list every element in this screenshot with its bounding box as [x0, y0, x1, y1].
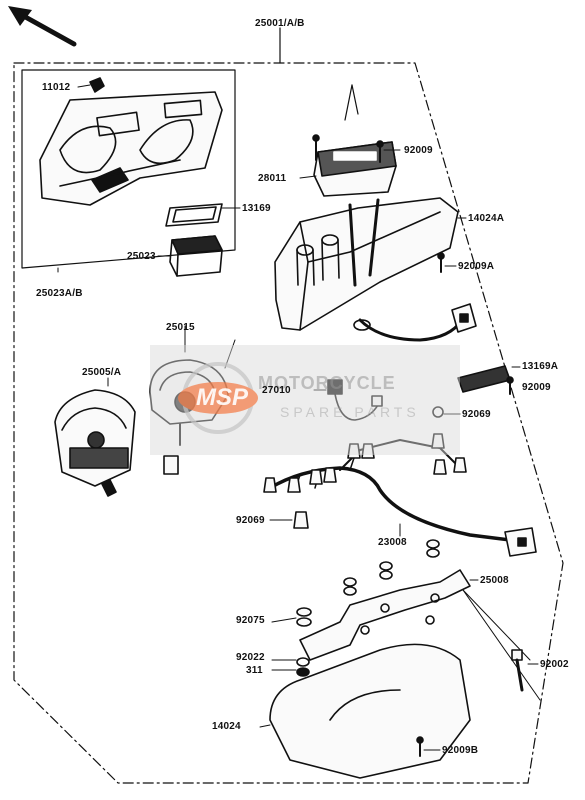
part-label-13169: 13169 [242, 203, 271, 214]
part-label-92022: 92022 [236, 652, 265, 663]
part-label-92002: 92002 [540, 659, 569, 670]
part-label-25005a: 25005/A [82, 367, 122, 378]
block-25023 [157, 235, 223, 277]
part-label-13169a: 13169A [522, 361, 559, 372]
subassembly-box [21, 69, 236, 269]
watermark-badge: MSP [196, 384, 249, 411]
part-label-23008: 23008 [378, 537, 407, 548]
part-label-92069-right: 92069 [462, 409, 491, 420]
meter-case-14024a [274, 197, 467, 331]
direction-arrow-icon [8, 6, 77, 47]
part-label-25023: 25023 [127, 251, 156, 262]
cover-14024 [259, 643, 471, 779]
regulator-28011 [299, 141, 397, 197]
part-label-92009-right: 92009 [522, 382, 551, 393]
grommets [296, 539, 440, 627]
part-label-25008: 25008 [480, 575, 509, 586]
part-label-92009b: 92009B [442, 745, 479, 756]
plate-13169 [165, 203, 241, 227]
part-label-92009-top: 92009 [404, 145, 433, 156]
part-label-14024a: 14024A [468, 213, 505, 224]
part-label-25023ab: 25023A/B [36, 288, 83, 299]
part-label-92009a: 92009A [458, 261, 495, 272]
part-label-14024: 14024 [212, 721, 241, 732]
watermark-line1: MOTORCYCLE [258, 373, 396, 393]
switch-27010 [313, 379, 383, 421]
part-label-25015: 25015 [166, 322, 195, 333]
watermark-line2: SPARE PARTS [280, 404, 420, 420]
harness-23008 [263, 433, 537, 557]
bolt-92002 [511, 649, 539, 692]
part-label-11012: 11012 [42, 82, 71, 93]
part-label-25001: 25001/A/B [255, 18, 305, 29]
speedometer-25005 [54, 377, 136, 497]
part-label-311: 311 [246, 665, 263, 676]
assembly-outline [13, 62, 564, 784]
part-label-28011: 28011 [258, 173, 287, 184]
bracket-25008 [299, 569, 541, 701]
part-label-92069-left: 92069 [236, 515, 265, 526]
meter-housing [39, 91, 223, 206]
part-label-27010: 27010 [262, 385, 291, 396]
part-label-92075: 92075 [236, 615, 265, 626]
watermark [150, 345, 460, 455]
